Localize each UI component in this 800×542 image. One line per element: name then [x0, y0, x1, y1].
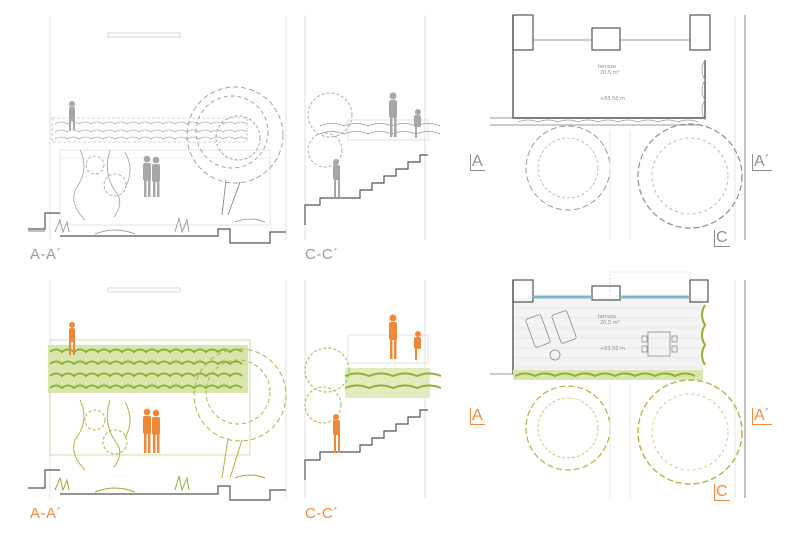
- people-section-cc-existing: [333, 92, 421, 197]
- people-proposed: [69, 322, 160, 453]
- section-aa-proposed: [28, 280, 287, 501]
- section-label-cc-existing: C-C´: [305, 246, 339, 263]
- plan-cut-marker-c-existing: C: [714, 229, 730, 247]
- plan-area-existing: 20,5 m²: [600, 70, 620, 76]
- hedge-band-existing: [51, 117, 248, 143]
- section-label-aa-existing: A-A´: [30, 246, 62, 263]
- green-hedge-band: [48, 345, 248, 393]
- section-cc-existing: [304, 15, 441, 240]
- plan-cut-marker-a-prime-proposed: A´: [752, 407, 772, 425]
- plan-level-existing: +03.50 m: [600, 96, 625, 102]
- tree-section-cc-existing: [307, 92, 353, 168]
- section-label-aa-proposed: A-A´: [30, 505, 62, 522]
- plan-proposed: [490, 271, 746, 498]
- green-climbers: [73, 399, 131, 471]
- climber-existing: [73, 149, 131, 221]
- section-cc-proposed: [304, 280, 442, 498]
- plan-room-name-proposed: terraza: [598, 314, 616, 320]
- green-ground-plants: [54, 474, 266, 493]
- green-tree-section-cc: [304, 347, 350, 424]
- people-section-cc-proposed: [333, 314, 421, 453]
- section-aa-existing: [28, 15, 287, 244]
- plan-existing: [490, 14, 746, 240]
- ground-plants-existing: [54, 217, 266, 235]
- terrace-furniture: [525, 310, 678, 361]
- plan-level-proposed: +03.50 m: [600, 346, 625, 352]
- people-existing: [69, 101, 160, 197]
- plan-cut-marker-a-proposed: A: [470, 407, 485, 425]
- tree-outline-existing: [186, 86, 284, 216]
- plan-cut-marker-a-existing: A: [470, 153, 485, 171]
- plan-cut-marker-c-proposed: C: [714, 483, 730, 501]
- plan-area-proposed: 20,5 m²: [600, 320, 620, 326]
- green-tree-outline: [193, 348, 287, 479]
- plan-room-name-existing: terraza: [598, 64, 616, 70]
- plan-cut-marker-a-prime-existing: A´: [752, 153, 772, 171]
- section-label-cc-proposed: C-C´: [305, 505, 339, 522]
